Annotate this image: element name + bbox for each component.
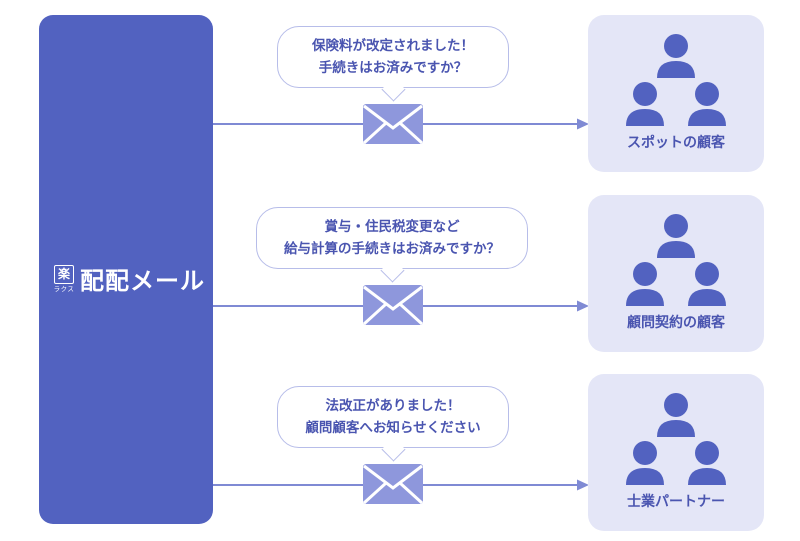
recipient-card-spot: スポットの顧客: [588, 15, 764, 172]
message-line: 保険料が改定されました！: [312, 38, 474, 54]
message-line: 法改正がありました！: [325, 398, 461, 414]
arrowhead-3: [577, 479, 589, 491]
recipient-label: 士業パートナー: [627, 494, 725, 510]
envelope-icon: [362, 285, 424, 326]
sender-logo: 楽 ラクス 配配メール: [53, 261, 205, 296]
message-line: 賞与・住民税変更など: [324, 219, 460, 235]
message-bubble-3: 法改正がありました！ 顧問顧客へお知らせください: [277, 386, 509, 462]
people-group-icon: [626, 393, 726, 485]
arrowhead-2: [577, 300, 589, 312]
people-group-icon: [626, 34, 726, 126]
message-bubble-1: 保険料が改定されました！ 手続きはお済みですか？: [277, 26, 509, 102]
recipient-card-partner: 士業パートナー: [588, 374, 764, 531]
rakus-logo-icon: 楽 ラクス: [53, 264, 75, 293]
logo-sub: ラクス: [53, 284, 75, 293]
sender-name: 配配メール: [80, 267, 205, 295]
people-group-icon: [626, 214, 726, 306]
sender-panel: 楽 ラクス 配配メール: [39, 15, 213, 524]
envelope-icon: [362, 464, 424, 505]
logo-mark: 楽: [54, 264, 74, 284]
recipient-card-advisory: 顧問契約の顧客: [588, 195, 764, 352]
recipient-label: スポットの顧客: [627, 135, 725, 151]
message-line: 給与計算の手続きはお済みですか？: [284, 241, 500, 257]
message-bubble-2: 賞与・住民税変更など 給与計算の手続きはお済みですか？: [256, 207, 528, 283]
arrowhead-1: [577, 118, 589, 130]
message-line: 顧問顧客へお知らせください: [305, 420, 481, 436]
message-line: 手続きはお済みですか？: [318, 60, 468, 76]
envelope-icon: [362, 104, 424, 145]
recipient-label: 顧問契約の顧客: [627, 315, 725, 331]
